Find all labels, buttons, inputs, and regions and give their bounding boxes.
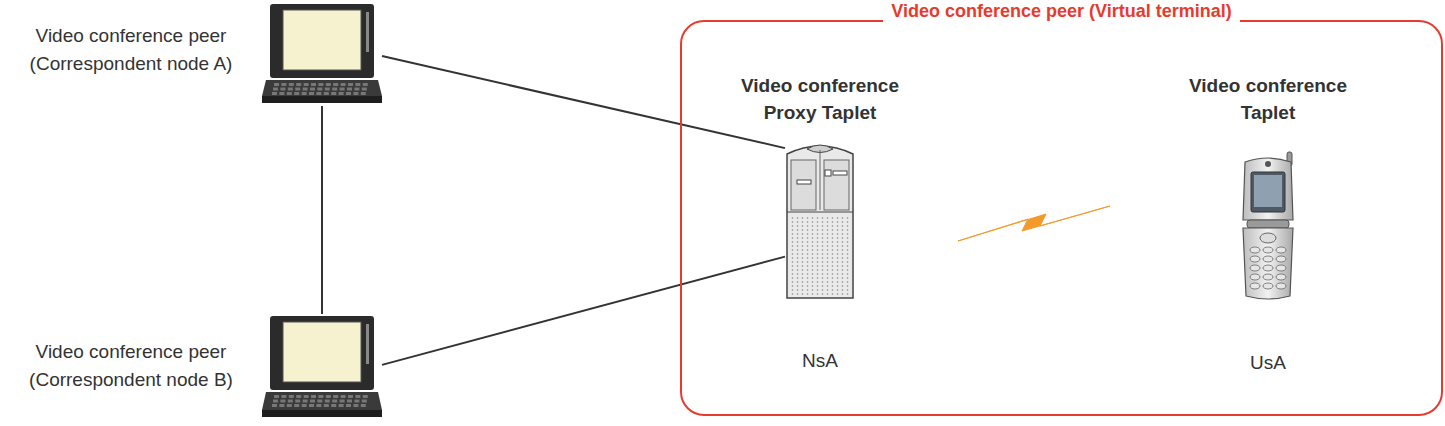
laptop-icon-art — [262, 314, 382, 420]
group-title: Video conference peer (Virtual terminal) — [883, 0, 1239, 22]
virtual-terminal-group: Video conference peer (Virtual terminal)… — [680, 20, 1443, 416]
label-slot: Video conference peer (Correspondent nod… — [6, 338, 256, 394]
server-icon: Video conference Proxy TapletNsA — [785, 140, 855, 302]
wireless-link-bolt — [958, 206, 1110, 241]
label-slot: UsA — [1208, 352, 1328, 374]
node-label: Video conference peer (Correspondent nod… — [6, 338, 256, 394]
node-label: Video conference Taplet — [1163, 72, 1373, 126]
laptop-icon: Video conference peer (Correspondent nod… — [262, 2, 382, 106]
laptop-icon: Video conference peer (Correspondent nod… — [262, 314, 382, 420]
label-slot: Video conference Taplet — [1163, 72, 1373, 126]
node-id-label: NsA — [760, 350, 880, 372]
node-label: Video conference Proxy Taplet — [715, 72, 925, 126]
network-link — [382, 257, 785, 365]
laptop-icon-art — [262, 2, 382, 106]
label-slot: Video conference peer (Virtual terminal) — [682, 0, 1441, 22]
phone-icon: Video conference TapletUsA — [1235, 150, 1301, 302]
server-icon-art — [785, 140, 855, 302]
phone-icon-art — [1235, 150, 1301, 302]
node-label: Video conference peer (Correspondent nod… — [6, 22, 256, 78]
label-slot: NsA — [760, 350, 880, 372]
label-slot: Video conference peer (Correspondent nod… — [6, 22, 256, 78]
network-link — [382, 56, 785, 148]
network-link — [321, 106, 323, 314]
node-id-label: UsA — [1208, 352, 1328, 374]
label-slot: Video conference Proxy Taplet — [715, 72, 925, 126]
